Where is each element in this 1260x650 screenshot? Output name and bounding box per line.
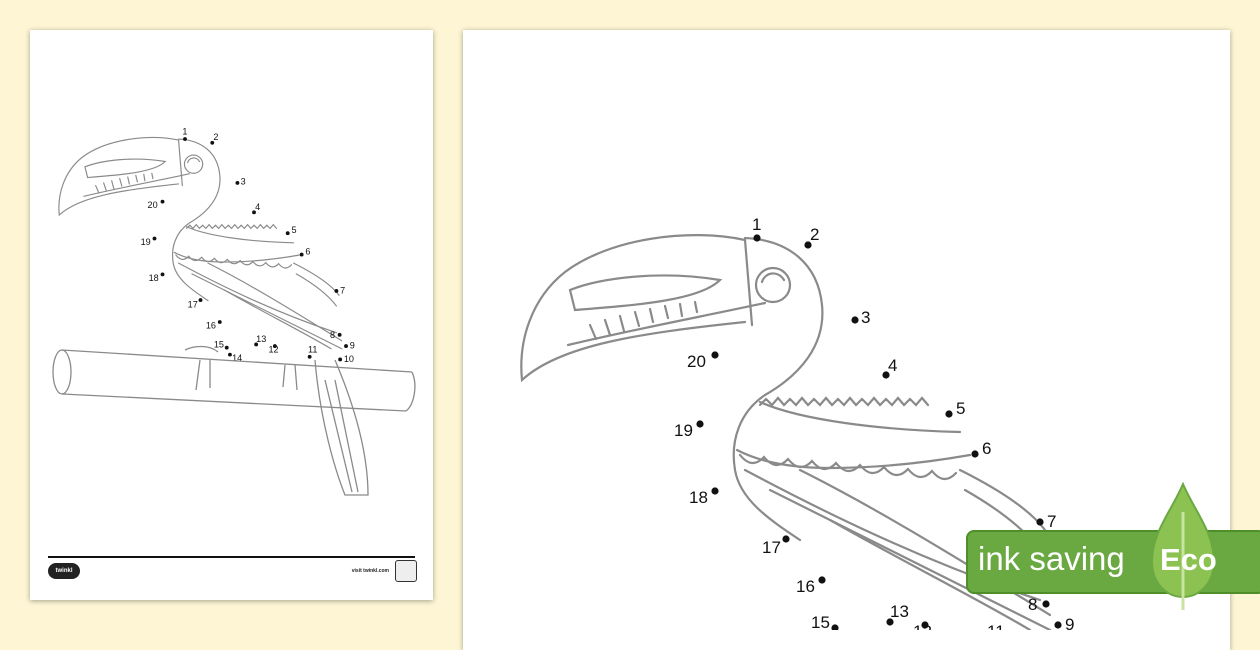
- dot-18: [711, 487, 719, 495]
- dot-label: 6: [982, 439, 991, 458]
- dot-5: [285, 231, 290, 236]
- ink-saving-eco-badge: ink saving Eco: [966, 482, 1260, 610]
- dot-17: [198, 298, 203, 302]
- dot-11: [307, 354, 312, 359]
- dot-label: 9: [1065, 615, 1074, 630]
- dot-label: 2: [213, 132, 218, 142]
- dot-label: 12: [268, 344, 278, 354]
- dot-label: 14: [232, 353, 242, 363]
- dot-label: 20: [148, 200, 158, 210]
- dot-label: 17: [762, 538, 781, 557]
- dot-label: 6: [305, 247, 310, 257]
- dot-7: [334, 289, 339, 293]
- dot-label: 18: [149, 273, 159, 283]
- dot-label: 19: [674, 421, 693, 440]
- dot-16: [818, 576, 826, 584]
- dot-label: 1: [752, 215, 761, 234]
- dot-9: [344, 344, 348, 349]
- dot-label: 7: [1047, 512, 1056, 531]
- dot-20: [711, 351, 719, 359]
- dot-14: [228, 352, 232, 357]
- dot-3: [235, 180, 240, 185]
- dot-16: [217, 320, 222, 324]
- dot-label: 3: [241, 177, 246, 187]
- footer-divider: [48, 556, 415, 558]
- dot-13: [254, 342, 259, 347]
- dot-17: [782, 535, 790, 543]
- worksheet-thumbnail[interactable]: twinkl visit twinkl.com: [30, 30, 433, 600]
- dot-10: [338, 357, 343, 362]
- dot-12: [272, 344, 277, 349]
- dot-label: 10: [344, 354, 354, 364]
- dot-20: [160, 199, 165, 204]
- dot-6: [299, 252, 304, 257]
- dot-3: [851, 316, 859, 324]
- dot-7: [1036, 518, 1044, 526]
- dot-5: [945, 410, 953, 418]
- dot-2: [210, 140, 215, 145]
- dot-label: 15: [811, 613, 830, 630]
- dot-label: 8: [330, 330, 335, 340]
- dot-label: 9: [350, 341, 355, 351]
- dot-label: 17: [188, 300, 198, 310]
- dot-label: 1: [182, 127, 187, 137]
- dot-15: [224, 345, 229, 350]
- dot-label: 13: [256, 334, 266, 344]
- dot-18: [160, 272, 165, 277]
- dot-4: [882, 371, 890, 379]
- dot-19: [696, 420, 704, 428]
- perch-branch: [52, 345, 416, 496]
- twinkl-logo: twinkl: [48, 563, 80, 579]
- dot-15: [831, 624, 839, 630]
- dot-label: 7: [340, 286, 345, 296]
- dot-label: 16: [206, 320, 216, 330]
- dot-9: [1054, 621, 1062, 629]
- dot-4: [252, 210, 256, 215]
- dot-8: [1042, 600, 1050, 608]
- dot-label: 5: [291, 225, 296, 235]
- eco-badge-text: ink saving: [978, 540, 1125, 577]
- dot-label: 11: [987, 622, 1005, 630]
- dot-label: 8: [1028, 595, 1037, 614]
- dot-label: 4: [888, 356, 897, 375]
- dot-1: [183, 137, 187, 141]
- dot-label: 2: [810, 225, 819, 244]
- dot-label: 3: [861, 308, 870, 327]
- dot-8: [337, 332, 342, 337]
- visit-website-text: visit twinkl.com: [351, 568, 389, 574]
- dot-label: 4: [255, 202, 260, 212]
- leaf-icon: [1150, 482, 1216, 610]
- dot-label: 15: [214, 340, 224, 350]
- dot-label: 12: [913, 622, 932, 630]
- dot-label: 5: [956, 399, 965, 418]
- eco-label: Eco: [1160, 542, 1217, 577]
- dot-13: [886, 618, 894, 626]
- dot-label: 16: [796, 577, 815, 596]
- dot-label: 19: [141, 237, 151, 247]
- dot-1: [753, 234, 761, 242]
- dot-12: [921, 621, 929, 629]
- dot-19: [152, 236, 157, 241]
- dot-label: 13: [890, 602, 909, 621]
- quality-badge-icon: [395, 560, 417, 582]
- dot-label: 20: [687, 352, 706, 371]
- tail-feathers: [314, 359, 369, 496]
- dot-6: [971, 450, 979, 458]
- dot-label: 11: [308, 344, 317, 354]
- dot-label: 18: [689, 488, 708, 507]
- dot-2: [804, 241, 812, 249]
